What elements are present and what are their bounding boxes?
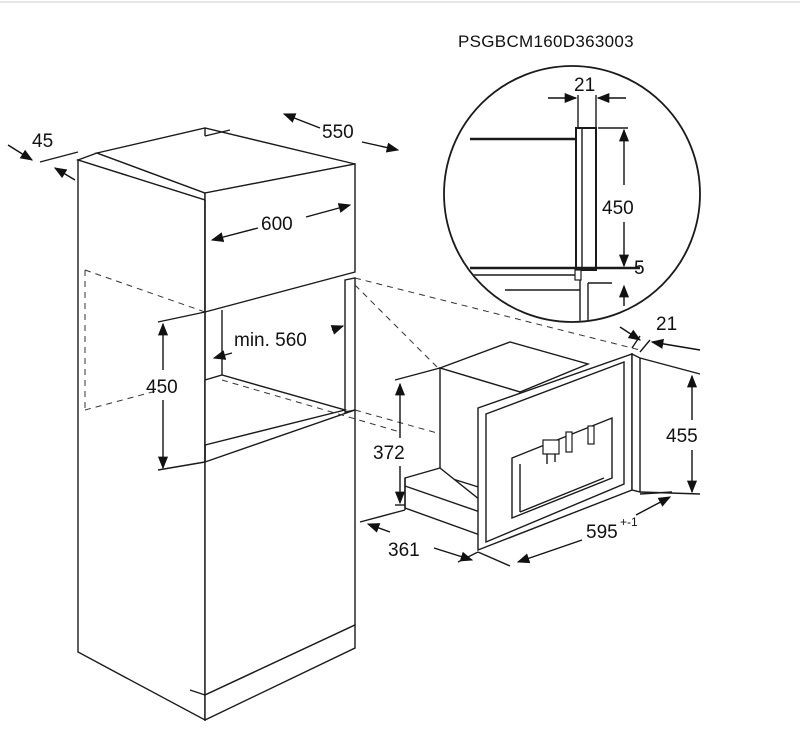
cabinet-dimensions: 45 550 600 min. 560 450 (7, 113, 400, 471)
dim-595-arrow-a (516, 539, 583, 564)
dispenser-spout (542, 439, 560, 455)
dim-600-arrow-b (305, 203, 352, 218)
dim-455-label: 455 (666, 426, 698, 447)
dim-45-arrow-a (7, 144, 34, 161)
dim-361-arrow-a (366, 523, 391, 533)
dim-595-arrow-b (635, 496, 672, 516)
dim-detail-21-label: 21 (574, 75, 595, 96)
dim-361-label: 361 (388, 540, 420, 561)
dim-detail-5-label: 5 (634, 258, 645, 279)
detail-front-panel (575, 127, 597, 271)
appliance-front-edge (631, 352, 641, 493)
dim-21-arrow-a (619, 326, 642, 341)
dim-45-label: 45 (32, 131, 53, 152)
dim-600-arrow-a (210, 227, 259, 243)
dim-550-arrow-b (361, 141, 400, 153)
dim-595-tolerance: +-1 (620, 515, 638, 529)
dim-560-arrow-b (330, 325, 345, 335)
cabinet (75, 127, 356, 722)
dim-550-arrow-a (282, 113, 321, 129)
detail-circle (443, 65, 701, 323)
dispenser-recess (511, 416, 613, 520)
dim-600-label: 600 (261, 214, 293, 235)
cabinet-left-panel (77, 159, 206, 722)
dim-21-label: 21 (656, 314, 677, 335)
appliance (404, 341, 641, 552)
projection-lines (84, 269, 641, 446)
cabinet-plinth (204, 623, 356, 722)
dim-560-label: min. 560 (234, 330, 307, 351)
dim-21-arrow-b (650, 338, 701, 351)
appliance-dimensions: 21 455 372 361 595 +-1 (359, 314, 701, 567)
model-code: PSGBCM160D363003 (458, 32, 634, 51)
dim-595-label: 595 (586, 522, 618, 543)
dim-372-label: 372 (373, 443, 405, 464)
dim-560-arrow-a (212, 350, 233, 360)
dispenser-nozzle (565, 431, 573, 453)
water-nozzle (587, 425, 595, 445)
dim-550-label: 550 (322, 122, 354, 143)
niche-floor (204, 374, 348, 446)
dim-450-label: 450 (146, 377, 178, 398)
dim-45-arrow-b (53, 167, 76, 181)
dim-detail-450-label: 450 (602, 198, 634, 219)
niche-right-wall (344, 277, 356, 413)
detail-view: 21 450 5 (443, 65, 701, 323)
dim-361-arrow-b (433, 547, 474, 562)
